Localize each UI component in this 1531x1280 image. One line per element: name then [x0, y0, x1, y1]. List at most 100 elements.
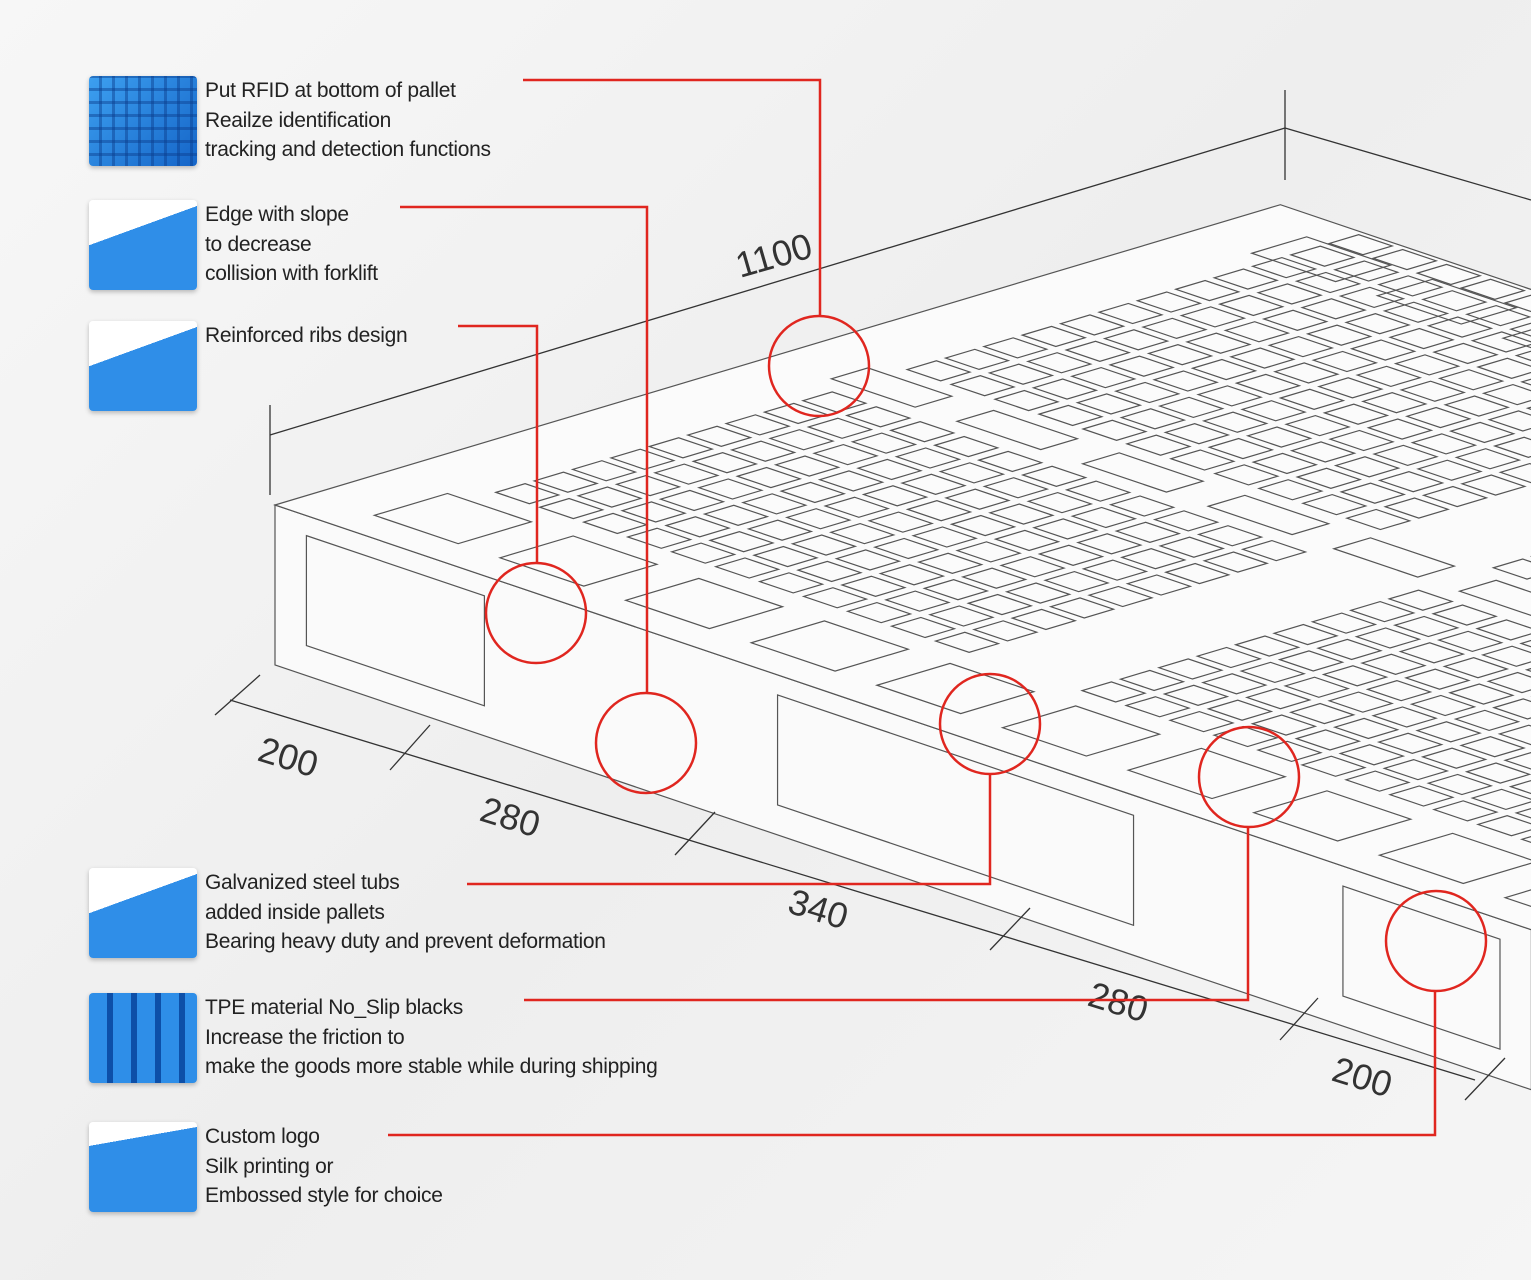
- feature-line: Embossed style for choice: [205, 1184, 443, 1207]
- pallet-grid-cell: [1010, 608, 1078, 631]
- pallet-grid-cell: [1431, 800, 1499, 822]
- pallet-grid-cell: [1492, 436, 1531, 458]
- pallet-grid-cell: [1486, 671, 1531, 694]
- pallet-grid-cell: [1295, 467, 1363, 489]
- pallet-grid-cell: [1102, 329, 1170, 351]
- pallet-grid-cell: [1338, 744, 1406, 766]
- pallet-grid-cell: [1480, 645, 1531, 667]
- pallet-grid-cell: [1404, 668, 1471, 690]
- pallet-grid-cell: [1146, 344, 1214, 366]
- pallet-grid-cell: [1256, 283, 1323, 305]
- pallet-grid-cell: [1376, 732, 1444, 754]
- pallet-grid-cell: [1168, 710, 1235, 733]
- pallet-grid-cell: [840, 575, 907, 597]
- pallet-grid-cell: [752, 545, 819, 568]
- callout-line-tpe: [524, 827, 1250, 1002]
- pallet-grid-cell: [1190, 358, 1258, 381]
- pallet-grid-cell: [1349, 339, 1417, 361]
- feature-line: Put RFID at bottom of pallet: [205, 79, 456, 102]
- pallet-grid-cell: [888, 421, 956, 443]
- feature-steel: Galvanized steel tubs added inside palle…: [89, 868, 606, 958]
- pallet-grid-cell: [1442, 657, 1510, 679]
- pallet-grid-cell: [806, 417, 874, 439]
- pallet-grid-cell: [1234, 373, 1302, 396]
- pallet-grid-cell: [1305, 324, 1373, 346]
- pallet-grid-cell: [1037, 544, 1105, 566]
- pallet-grid-cell: [1448, 683, 1515, 705]
- pallet-grid-cell: [1233, 635, 1301, 657]
- pallet-grid-cell: [1344, 508, 1412, 531]
- pallet-grid-cell: [1383, 497, 1451, 519]
- pallet-grid-cell: [1498, 462, 1531, 484]
- pallet-isometric: [273, 204, 1531, 1091]
- pallet-grid-cell: [1328, 429, 1395, 452]
- pallet-grid-cell: [1387, 589, 1455, 611]
- pallet-rib-slot: [829, 367, 954, 408]
- pallet-grid-cell: [1156, 658, 1224, 680]
- pallet-grid-cell: [1360, 653, 1427, 675]
- pallet-grid-cell: [938, 462, 1006, 484]
- pallet-grid-cell: [856, 458, 923, 481]
- pallet-grid-cell: [1251, 452, 1319, 475]
- pallet-grid-cell: [1064, 480, 1132, 502]
- pallet-grid-cell: [1250, 714, 1318, 736]
- pallet-grid-cell: [1080, 681, 1147, 703]
- pallet-grid-cell: [1081, 419, 1148, 441]
- pallet-grid-cell: [1125, 434, 1192, 456]
- steel-thumbnail: [89, 868, 197, 958]
- pallet-grid-cell: [878, 564, 946, 586]
- pallet-grid-cell: [845, 601, 913, 624]
- pallet-grid-cell: [1256, 740, 1323, 763]
- pallet-grid-cell: [1371, 248, 1439, 271]
- pallet-grid-cell: [1348, 600, 1416, 623]
- pallet-grid-cell: [872, 537, 940, 560]
- pallet-grid-cell: [493, 483, 561, 505]
- pallet-grid-cell: [1277, 650, 1345, 672]
- pallet-grid-cell: [1064, 340, 1132, 362]
- pallet-grid-cell: [1163, 562, 1231, 585]
- pallet-grid-cell: [1284, 414, 1351, 437]
- pallet-grid-cell: [1037, 404, 1104, 427]
- pallet-grid-cell: [1354, 627, 1422, 649]
- pallet-grid-cell: [1470, 331, 1531, 353]
- pallet-grid-cell: [976, 450, 1044, 473]
- pallet-grid-cell: [1202, 551, 1270, 573]
- pallet-grid-cell: [1108, 355, 1176, 377]
- dim-200-right: 200: [1328, 1048, 1397, 1105]
- pallet-grid-cell: [614, 474, 682, 497]
- pallet-grid-cell: [1377, 471, 1445, 493]
- pallet-grid-cell: [966, 593, 1034, 616]
- pallet-grid-cell: [1322, 403, 1390, 425]
- pallet-grid-cell: [1338, 286, 1406, 309]
- pallet-grid-cell: [1020, 465, 1088, 487]
- pallet-grid-cell: [1283, 676, 1351, 698]
- pallet-grid-cell: [1195, 646, 1263, 669]
- ribs-thumbnail: [89, 321, 197, 411]
- pallet-grid-cell: [713, 557, 781, 579]
- pallet-grid-cell: [1119, 408, 1187, 430]
- pallet-grid-cell: [1048, 597, 1116, 619]
- pallet-grid-cell: [1360, 392, 1428, 414]
- pallet-grid-cell: [988, 503, 1055, 525]
- pallet-grid-cell: [1437, 369, 1505, 391]
- pallet-grid-cell: [724, 414, 791, 436]
- pallet-grid-cell: [1004, 582, 1072, 604]
- pallet-grid-cell: [1294, 729, 1362, 751]
- pallet-grid-cell: [1020, 325, 1088, 348]
- pallet-grid-cell: [1316, 377, 1384, 399]
- pallet-grid-cell: [779, 481, 847, 504]
- callout-line-rfid: [523, 78, 822, 316]
- pallet-grid-cell: [928, 605, 995, 627]
- pallet-grid-cell: [1492, 698, 1531, 720]
- feature-line: Silk printing or: [205, 1154, 334, 1178]
- pallet-grid-cell: [1075, 393, 1143, 415]
- pallet-grid-cell: [1464, 762, 1531, 784]
- dim-200-left: 200: [254, 728, 323, 785]
- pallet-grid-cell: [867, 511, 935, 533]
- callout-circle-slope: [594, 691, 698, 795]
- pallet-grid-cell: [1415, 721, 1482, 743]
- pallet-grid-cell: [1371, 706, 1438, 728]
- feature-text: Put RFID at bottom of pallet Reailze ide…: [205, 76, 491, 165]
- pallet-grid-cell: [708, 531, 775, 553]
- pallet-grid-cell: [1217, 294, 1285, 317]
